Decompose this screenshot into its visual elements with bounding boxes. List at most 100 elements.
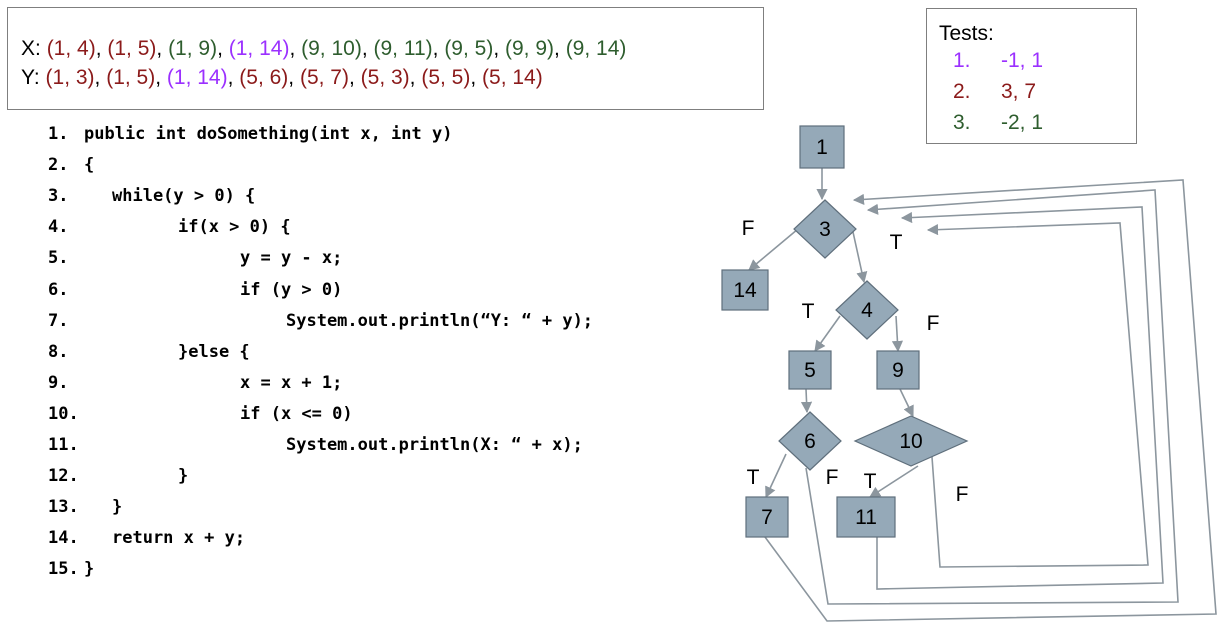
x-pair: (1, 4) [46, 37, 96, 60]
code-line-number: 11. [48, 435, 79, 455]
node-7-label: 7 [761, 506, 773, 529]
edge-10-to-3 [926, 222, 1149, 568]
node-10: 10 [853, 415, 969, 467]
test-number: 2. [953, 80, 971, 103]
y-pair: (1, 3) [45, 66, 95, 89]
node-4: 4 [835, 280, 899, 340]
node-3: 3 [793, 199, 857, 259]
node-3-label: 3 [819, 218, 831, 241]
code-line-number: 1. [48, 124, 69, 144]
x-pair: (9, 5) [444, 37, 494, 60]
code-line-text: while(y > 0) { [112, 186, 256, 207]
node-4-shape [835, 280, 899, 340]
node-10-label: 10 [899, 430, 922, 453]
code-line-number: 12. [48, 466, 79, 487]
code-line-text: if (y > 0) [240, 279, 343, 300]
code-line-text: } [84, 559, 95, 580]
code-line-number: 8. [48, 341, 69, 362]
edge-6-to-3 [805, 189, 1179, 605]
code-line-number: 15. [48, 559, 79, 580]
edge-label-3-to-4: T [890, 231, 903, 254]
node-1-label: 1 [816, 136, 828, 159]
edge-5-to-6 [800, 388, 813, 414]
edge-label-4-to-9: F [927, 312, 940, 335]
code-line-number: 13. [48, 497, 79, 518]
tests-title: Tests: [939, 22, 994, 45]
code-line-number: 9. [48, 372, 69, 393]
node-3-shape [793, 199, 857, 259]
code-line-number: 2. [48, 155, 69, 176]
test-number: 3. [953, 111, 971, 134]
code-line-number: 7. [48, 310, 69, 331]
edge-4-to-5 [814, 315, 841, 352]
node-14-shape [721, 269, 769, 311]
y-label: Y: [21, 66, 40, 89]
y-pair: (5, 3) [360, 66, 410, 89]
node-14-label: 14 [733, 279, 757, 302]
code-line-text: if (x <= 0) [240, 403, 353, 424]
edge-10-to-11 [869, 465, 919, 498]
code-line-text: return x + y; [112, 528, 246, 549]
node-7: 7 [745, 496, 789, 538]
x-pairs: (1, 4), (1, 5), (1, 9), (1, 14), (9, 10)… [46, 37, 627, 60]
x-pair: (9, 10) [301, 37, 362, 60]
x-pair: (1, 14) [228, 37, 290, 60]
nodes-layer: 1 3 14 4 5 9 6 10 7 11 [721, 125, 969, 538]
test-values: 3, 7 [1001, 80, 1037, 103]
node-11-label: 11 [855, 506, 877, 529]
edge-4-to-9 [891, 315, 904, 353]
node-9-label: 9 [892, 359, 904, 382]
code-line-text: if(x > 0) { [178, 217, 291, 238]
edges-layer [748, 168, 1217, 622]
y-pairs-line: Y: (1, 3), (1, 5), (1, 14), (5, 6), (5, … [21, 67, 543, 88]
x-pair: (9, 11) [373, 37, 433, 60]
node-6: 6 [778, 411, 842, 471]
tests-box: Tests: 1. -1, 1 2. 3, 7 3. -2, 1 [926, 8, 1137, 144]
x-pair: (1, 5) [107, 37, 157, 60]
edge-label-3-to-14: F [742, 217, 755, 240]
y-pair: (5, 5) [421, 66, 471, 89]
x-pair: (9, 14) [565, 37, 627, 60]
node-11: 11 [836, 496, 896, 538]
code-line-number: 10. [48, 403, 79, 424]
node-9-shape [876, 350, 920, 390]
code-line-text: y = y - x; [240, 248, 343, 269]
node-5-shape [788, 350, 832, 390]
code-line-text: }else { [178, 341, 250, 362]
x-pair: (1, 9) [168, 37, 218, 60]
code-line-number: 6. [48, 279, 69, 300]
node-1-shape [799, 125, 845, 169]
test-values: -1, 1 [1001, 49, 1044, 72]
y-pairs: (1, 3), (1, 5), (1, 14), (5, 6), (5, 7),… [45, 66, 543, 89]
node-5: 5 [788, 350, 832, 390]
y-pair: (5, 7) [299, 66, 349, 89]
code-line-text: x = x + 1; [240, 372, 343, 393]
edge-6-to-7 [765, 453, 787, 499]
edge-label-10-to-11: T [864, 470, 877, 493]
y-pair: (1, 5) [106, 66, 156, 89]
test-item-1: 1. -1, 1 [953, 49, 1043, 73]
y-pair: (5, 14) [482, 66, 543, 89]
node-11-shape [836, 496, 896, 538]
test-values: -2, 1 [1001, 111, 1044, 134]
edge-11-to-3 [876, 206, 1164, 590]
y-pair: (1, 14) [166, 66, 228, 89]
coverage-pairs-box: X: (1, 4), (1, 5), (1, 9), (1, 14), (9, … [7, 7, 764, 110]
edge-label-10-to-3: F [956, 483, 969, 506]
node-5-label: 5 [804, 359, 816, 382]
node-10-shape [853, 415, 969, 467]
node-4-label: 4 [861, 299, 873, 322]
code-line-text: System.out.println(“Y: “ + y); [286, 310, 594, 331]
edge-7-to-3 [764, 179, 1217, 622]
test-number: 1. [953, 49, 971, 72]
code-line-text: } [112, 497, 123, 518]
node-14: 14 [721, 269, 769, 311]
code-line-text: } [178, 466, 189, 487]
code-line-text: { [84, 155, 95, 176]
x-label: X: [21, 37, 41, 60]
code-line-number: 3. [48, 186, 69, 207]
code-line-text: System.out.println(X: “ + x); [286, 435, 583, 455]
test-item-3: 3. -2, 1 [953, 111, 1043, 135]
